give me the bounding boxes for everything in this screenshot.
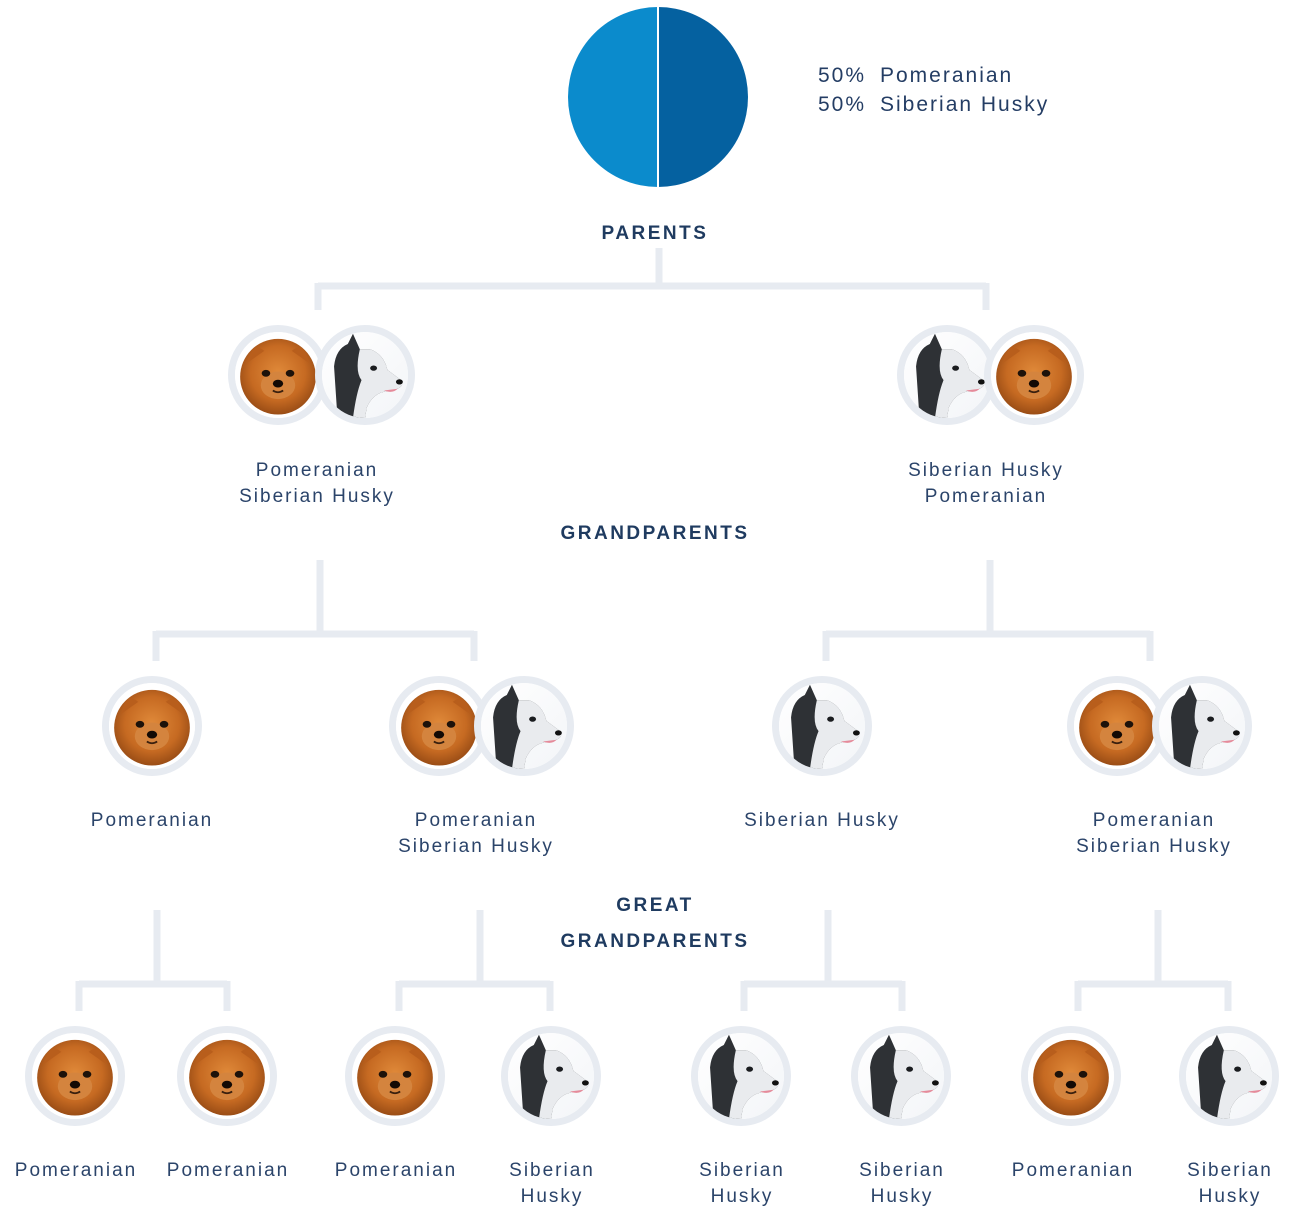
label-line1: Pomeranian [255, 460, 379, 481]
pomeranian-icon [345, 1026, 445, 1126]
connector-grandparents-right [822, 560, 1154, 661]
label-line2: Husky [1198, 1186, 1262, 1207]
label-line1: Siberian Husky [908, 460, 1064, 481]
label-line1: Siberian [859, 1160, 945, 1181]
siberian-husky-icon [1179, 1026, 1279, 1126]
grandparent-3-label: Siberian Husky [744, 808, 900, 834]
composition-breed: Pomeranian [880, 64, 1014, 87]
label-line1: Pomeranian [334, 1160, 458, 1181]
connector-great-4 [1074, 910, 1232, 1011]
label-line1: Pomeranian [166, 1160, 290, 1181]
composition-row-siberian-husky: 50% Siberian Husky [818, 93, 1049, 117]
label-line2: Siberian Husky [398, 836, 554, 857]
label-line2: Siberian Husky [1076, 836, 1232, 857]
great-grandparent-6-label: Siberian Husky [859, 1158, 945, 1210]
label-line2: Pomeranian [924, 486, 1048, 507]
pomeranian-icon [228, 325, 328, 425]
connector-great-3 [740, 910, 906, 1011]
heading-great-grandparents: GREAT GRANDPARENTS [560, 888, 749, 960]
connector-great-2 [395, 910, 554, 1011]
great-grandparent-5-label: Siberian Husky [699, 1158, 785, 1210]
composition-breed: Siberian Husky [880, 93, 1050, 116]
label-line2: Husky [870, 1186, 934, 1207]
pomeranian-icon [102, 676, 202, 776]
siberian-husky-icon [501, 1026, 601, 1126]
breed-composition-pie [568, 7, 748, 187]
siberian-husky-icon [1152, 676, 1252, 776]
great-grandparent-8-label: Siberian Husky [1187, 1158, 1273, 1210]
siberian-husky-icon [772, 676, 872, 776]
pie-slice-pomeranian [568, 7, 658, 187]
great-grandparent-2-label: Pomeranian [167, 1158, 289, 1184]
label-line1: Siberian [1187, 1160, 1273, 1181]
composition-percent: 50% [818, 93, 867, 116]
composition-row-pomeranian: 50% Pomeranian [818, 64, 1013, 88]
siberian-husky-icon [315, 325, 415, 425]
heading-parents: PARENTS [601, 223, 709, 244]
pomeranian-icon [177, 1026, 277, 1126]
label-line2: Husky [520, 1186, 584, 1207]
heading-great-line1: GREAT [616, 895, 694, 916]
label-line1: Pomeranian [1011, 1160, 1135, 1181]
siberian-husky-icon [897, 325, 997, 425]
siberian-husky-icon [851, 1026, 951, 1126]
grandparent-1-label: Pomeranian [91, 808, 213, 834]
parent-2-label: Siberian Husky Pomeranian [908, 458, 1064, 510]
pomeranian-icon [1021, 1026, 1121, 1126]
label-line1: Pomeranian [414, 810, 538, 831]
connector-great-1 [75, 910, 231, 1011]
heading-great-line2: GRANDPARENTS [560, 931, 750, 952]
label-line1: Pomeranian [90, 810, 214, 831]
label-line1: Siberian [699, 1160, 785, 1181]
siberian-husky-icon [474, 676, 574, 776]
great-grandparent-4-label: Siberian Husky [509, 1158, 595, 1210]
label-line1: Pomeranian [1092, 810, 1216, 831]
great-grandparent-3-label: Pomeranian [335, 1158, 457, 1184]
label-line2: Siberian Husky [239, 486, 395, 507]
pomeranian-icon [25, 1026, 125, 1126]
pomeranian-icon [984, 325, 1084, 425]
siberian-husky-icon [691, 1026, 791, 1126]
connector-parents [314, 248, 990, 310]
label-line1: Siberian [509, 1160, 595, 1181]
grandparent-2-label: Pomeranian Siberian Husky [398, 808, 554, 860]
heading-grandparents: GRANDPARENTS [560, 523, 750, 544]
great-grandparent-7-label: Pomeranian [1012, 1158, 1134, 1184]
label-line1: Pomeranian [14, 1160, 138, 1181]
grandparent-4-label: Pomeranian Siberian Husky [1076, 808, 1232, 860]
parent-1-label: Pomeranian Siberian Husky [239, 458, 395, 510]
label-line1: Siberian Husky [744, 810, 900, 831]
composition-percent: 50% [818, 64, 867, 87]
label-line2: Husky [710, 1186, 774, 1207]
pie-slice-siberian-husky [658, 7, 748, 187]
connector-grandparents-left [152, 560, 478, 661]
great-grandparent-1-label: Pomeranian [15, 1158, 137, 1184]
